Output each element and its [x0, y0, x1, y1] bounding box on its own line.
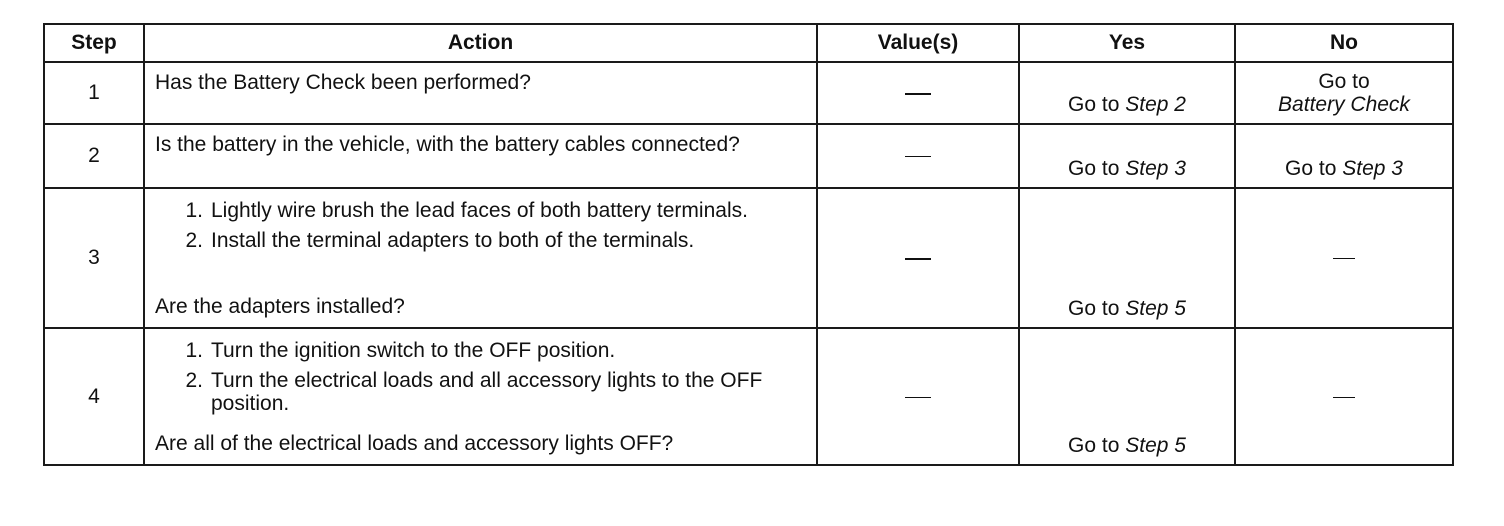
substep-text: Install the terminal adapters to both of…: [211, 228, 695, 252]
substep-item: 2. Install the terminal adapters to both…: [155, 229, 806, 253]
yes-cell: Go to Step 5: [1018, 327, 1236, 466]
substep-text: Turn the electrical loads and all access…: [211, 368, 763, 416]
action-question: Are all of the electrical loads and acce…: [155, 432, 674, 456]
step-number: 1: [43, 61, 145, 125]
header-no: No: [1234, 23, 1454, 63]
value-cell: [816, 187, 1020, 329]
value-cell: [816, 327, 1020, 466]
header-action: Action: [143, 23, 818, 63]
step-number: 4: [43, 327, 145, 466]
no-dash: [1333, 396, 1355, 398]
value-cell: [816, 61, 1020, 125]
yes-target: Step 5: [1125, 434, 1186, 458]
value-dash: [905, 156, 931, 158]
no-prefix: Go to: [1318, 69, 1370, 93]
table-row: 1 Has the Battery Check been performed? …: [43, 61, 1454, 125]
table-row: 2 Is the battery in the vehicle, with th…: [43, 123, 1454, 189]
no-cell: [1234, 187, 1454, 329]
header-yes: Yes: [1018, 23, 1236, 63]
substep-number: 2.: [185, 228, 203, 252]
yes-target: Step 2: [1125, 93, 1186, 117]
no-dash: [1333, 258, 1355, 260]
yes-prefix: Go to: [1068, 297, 1120, 321]
substep-item: 1. Turn the ignition switch to the OFF p…: [155, 339, 806, 363]
value-dash: [905, 257, 931, 260]
action-cell: 1. Turn the ignition switch to the OFF p…: [143, 327, 818, 466]
substep-item: 1. Lightly wire brush the lead faces of …: [155, 199, 806, 223]
no-target: Battery Check: [1278, 93, 1410, 117]
step-number: 2: [43, 123, 145, 189]
substep-number: 1.: [185, 199, 203, 222]
yes-prefix: Go to: [1068, 157, 1120, 181]
substep-text: Turn the ignition switch to the OFF posi…: [211, 339, 616, 362]
substep-text: Lightly wire brush the lead faces of bot…: [211, 199, 748, 222]
header-step: Step: [43, 23, 145, 63]
step-number: 3: [43, 187, 145, 329]
substep-item: 2. Turn the electrical loads and all acc…: [155, 369, 806, 416]
yes-cell: Go to Step 5: [1018, 187, 1236, 329]
action-question: Are the adapters installed?: [155, 295, 405, 319]
value-cell: [816, 123, 1020, 189]
substep-list: 1. Lightly wire brush the lead faces of …: [155, 199, 806, 258]
yes-target: Step 3: [1125, 157, 1186, 181]
header-row: Step Action Value(s) Yes No: [43, 23, 1454, 63]
yes-cell: Go to Step 2: [1018, 61, 1236, 125]
no-target: Step 3: [1342, 157, 1403, 181]
table-row: 4 1. Turn the ignition switch to the OFF…: [43, 327, 1454, 466]
yes-prefix: Go to: [1068, 93, 1120, 117]
action-question: Is the battery in the vehicle, with the …: [155, 133, 740, 156]
value-dash: [905, 396, 931, 398]
no-prefix: Go to: [1285, 157, 1337, 181]
yes-prefix: Go to: [1068, 434, 1120, 458]
diagnostic-table: Step Action Value(s) Yes No 1 Has the Ba…: [43, 23, 1454, 466]
action-cell: Is the battery in the vehicle, with the …: [143, 123, 818, 189]
no-cell: Go to Step 3: [1234, 123, 1454, 189]
action-cell: 1. Lightly wire brush the lead faces of …: [143, 187, 818, 329]
table-row: 3 1. Lightly wire brush the lead faces o…: [43, 187, 1454, 329]
substep-number: 2.: [185, 368, 203, 392]
substep-list: 1. Turn the ignition switch to the OFF p…: [155, 339, 806, 422]
yes-target: Step 5: [1125, 297, 1186, 321]
action-cell: Has the Battery Check been performed?: [143, 61, 818, 125]
substep-number: 1.: [185, 339, 203, 362]
action-question: Has the Battery Check been performed?: [155, 71, 531, 94]
yes-cell: Go to Step 3: [1018, 123, 1236, 189]
no-cell: Go to Battery Check: [1234, 61, 1454, 125]
value-dash: [905, 92, 931, 95]
no-cell: [1234, 327, 1454, 466]
header-values: Value(s): [816, 23, 1020, 63]
